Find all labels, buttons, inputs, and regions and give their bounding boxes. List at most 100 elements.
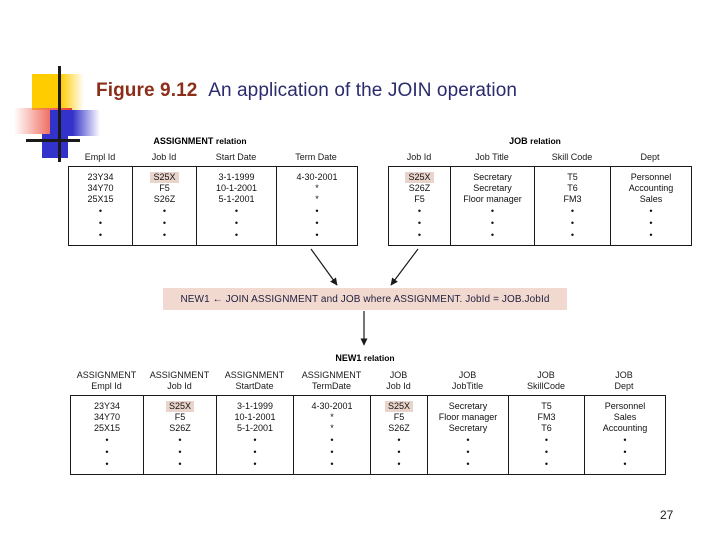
new1-cell: Accounting bbox=[602, 423, 648, 433]
assignment-ellipsis-dot: • bbox=[98, 218, 103, 228]
new1-ellipsis-dot: • bbox=[178, 459, 182, 469]
new1-column-header-source: JOB bbox=[458, 370, 477, 380]
new1-column-header-field: JobTitle bbox=[451, 381, 484, 391]
new1-cell: * bbox=[330, 423, 334, 433]
new1-ellipsis-dot: • bbox=[397, 459, 401, 469]
job-ellipsis-dot: • bbox=[570, 206, 575, 216]
new1-column-header-field: Job Id bbox=[386, 381, 411, 391]
job-ellipsis-dot: • bbox=[417, 206, 422, 216]
new1-cell: Sales bbox=[613, 412, 637, 422]
job-cell: Secretary bbox=[473, 172, 512, 182]
new1-ellipsis-dot: • bbox=[623, 447, 627, 457]
assignment-cell: 34Y70 bbox=[87, 183, 114, 193]
assignment-ellipsis-dot: • bbox=[162, 206, 167, 216]
new1-column-header-field: StartDate bbox=[235, 381, 274, 391]
assignment-column-header: Term Date bbox=[295, 152, 337, 162]
new1-ellipsis-dot: • bbox=[544, 447, 549, 457]
new1-ellipsis-dot: • bbox=[105, 459, 109, 469]
new1-column-header-source: JOB bbox=[537, 370, 555, 380]
new1-cell: 10-1-2001 bbox=[234, 412, 276, 422]
job-cell: Secretary bbox=[473, 183, 512, 193]
logo-horizontal-line bbox=[26, 139, 80, 142]
assignment-cell: * bbox=[315, 183, 319, 193]
new1-cell-highlighted: S25X bbox=[384, 401, 414, 412]
assignment-ellipsis-dot: • bbox=[162, 218, 167, 228]
assignment-caption-word: relation bbox=[215, 136, 247, 146]
new1-column-header-source: JOB bbox=[389, 370, 408, 380]
new1-ellipsis-dot: • bbox=[623, 459, 627, 469]
job-ellipsis-dot: • bbox=[490, 218, 495, 228]
arrow-job-to-join bbox=[390, 248, 419, 286]
job-ellipsis-dot: • bbox=[649, 206, 653, 216]
new1-caption-word: relation bbox=[363, 353, 395, 363]
assignment-ellipsis-dot: • bbox=[234, 230, 239, 240]
new1-cell: Secretary bbox=[448, 401, 488, 411]
new1-column: 4-30-2001**••• bbox=[294, 396, 371, 474]
assignment-cell: 25X15 bbox=[87, 194, 114, 204]
job-cell: T6 bbox=[567, 183, 578, 193]
new1-cell: 4-30-2001 bbox=[311, 401, 353, 411]
new1-column-header-source: ASSIGNMENT bbox=[149, 370, 210, 380]
new1-cell: T6 bbox=[541, 423, 552, 433]
new1-ellipsis-dot: • bbox=[105, 447, 109, 457]
new1-ellipsis-dot: • bbox=[330, 459, 334, 469]
decorative-logo bbox=[14, 62, 106, 162]
new1-column-header-field: Empl Id bbox=[91, 381, 122, 391]
assignment-ellipsis-dot: • bbox=[162, 230, 167, 240]
new1-ellipsis-dot: • bbox=[466, 459, 470, 469]
job-ellipsis-dot: • bbox=[417, 230, 422, 240]
new1-ellipsis-dot: • bbox=[544, 459, 549, 469]
assignment-column: 4-30-2001**••• bbox=[277, 167, 357, 245]
new1-ellipsis-dot: • bbox=[330, 435, 334, 445]
assignment-cell: 5-1-2001 bbox=[218, 194, 255, 204]
new1-ellipsis-dot: • bbox=[178, 447, 182, 457]
new1-cell: 3-1-1999 bbox=[236, 401, 274, 411]
new1-cell: Secretary bbox=[448, 423, 488, 433]
job-ellipsis-dot: • bbox=[649, 218, 653, 228]
job-ellipsis-dot: • bbox=[570, 218, 575, 228]
new1-column-header-field: Job Id bbox=[167, 381, 192, 391]
job-column-header: Dept bbox=[640, 152, 660, 162]
assignment-cell: * bbox=[315, 194, 319, 204]
new1-ellipsis-dot: • bbox=[253, 435, 257, 445]
new1-cell: S26Z bbox=[169, 423, 191, 433]
assignment-ellipsis-dot: • bbox=[315, 206, 319, 216]
assignment-ellipsis-dot: • bbox=[234, 218, 239, 228]
assignment-ellipsis-dot: • bbox=[315, 230, 319, 240]
arrow-assignment-to-join bbox=[310, 248, 338, 286]
assignment-column-header: Start Date bbox=[215, 152, 257, 162]
assignment-cell: 3-1-1999 bbox=[218, 172, 255, 182]
job-cell: FM3 bbox=[563, 194, 582, 204]
logo-vertical-line bbox=[58, 66, 61, 162]
job-ellipsis-dot: • bbox=[417, 218, 422, 228]
figure-label: Figure 9.12 bbox=[96, 80, 198, 101]
new1-cell: FM3 bbox=[537, 412, 556, 422]
new1-cell-highlighted: S25X bbox=[165, 401, 195, 412]
new1-ellipsis-dot: • bbox=[397, 447, 401, 457]
job-cell-highlighted: S25X bbox=[405, 172, 434, 183]
new1-cell: F5 bbox=[174, 412, 186, 422]
assignment-cell: S26Z bbox=[153, 194, 176, 204]
job-ellipsis-dot: • bbox=[490, 206, 495, 216]
